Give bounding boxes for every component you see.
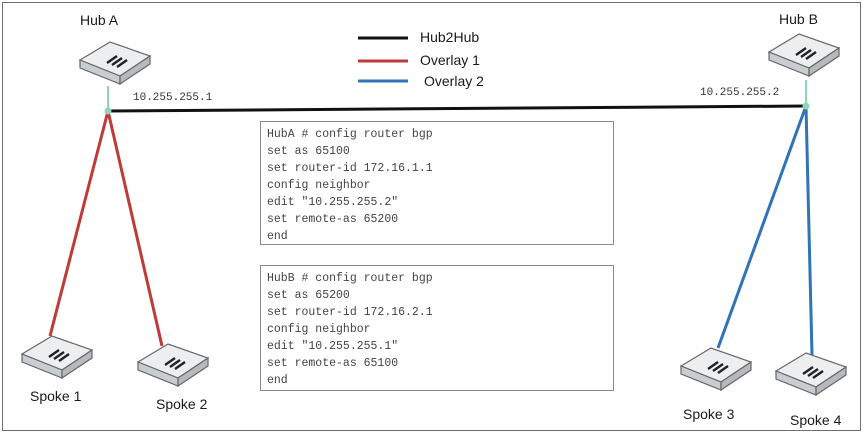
spoke-4-label: Spoke 4 xyxy=(790,412,842,428)
legend-label-hub2hub: Hub2Hub xyxy=(420,29,480,45)
config-line: end xyxy=(267,374,288,387)
config-line: config neighbor xyxy=(267,323,371,336)
spoke-2-label: Spoke 2 xyxy=(156,396,208,412)
spoke-3-device-icon[interactable] xyxy=(675,342,755,394)
overlay2-link-spoke4 xyxy=(804,105,814,356)
spoke-2-device-icon[interactable] xyxy=(132,338,212,390)
diagram-frame xyxy=(2,2,861,431)
config-line: edit "10.255.255.1" xyxy=(267,340,399,353)
overlay2-link-spoke3 xyxy=(716,105,808,349)
legend-label-overlay2: Overlay 2 xyxy=(424,73,484,89)
config-line: set as 65200 xyxy=(267,289,350,302)
spoke-1-label: Spoke 1 xyxy=(30,388,82,404)
overlay1-link-spoke2 xyxy=(106,110,164,347)
hub-b-port xyxy=(802,102,810,110)
hub-b-label: Hub B xyxy=(779,11,818,27)
legend-label-overlay1: Overlay 1 xyxy=(420,52,480,68)
hub-a-device-icon[interactable] xyxy=(74,36,154,88)
config-line: set remote-as 65100 xyxy=(267,357,399,370)
hub2hub-link xyxy=(107,104,807,113)
config-line: HubB # config router bgp xyxy=(267,272,433,285)
config-line: config neighbor xyxy=(267,179,371,192)
hub-a-port xyxy=(104,107,112,115)
config-line: edit "10.255.255.2" xyxy=(267,196,399,209)
spoke-1-device-icon[interactable] xyxy=(16,330,96,382)
config-line: HubA # config router bgp xyxy=(267,128,433,141)
hub-b-config-box: HubB # config router bgp set as 65200 se… xyxy=(260,265,614,391)
config-line: set remote-as 65200 xyxy=(267,213,399,226)
config-line: end xyxy=(267,230,288,243)
hub-b-ip: 10.255.255.2 xyxy=(700,87,780,99)
config-line: set router-id 172.16.2.1 xyxy=(267,306,433,319)
config-line: set router-id 172.16.1.1 xyxy=(267,162,433,175)
hub-a-config-box: HubA # config router bgp set as 65100 se… xyxy=(260,121,614,245)
overlay1-link-spoke1 xyxy=(48,110,110,337)
spoke-4-device-icon[interactable] xyxy=(770,347,850,399)
config-line: set as 65100 xyxy=(267,145,350,158)
hub-a-ip: 10.255.255.1 xyxy=(133,92,213,104)
spoke-3-label: Spoke 3 xyxy=(683,406,735,422)
hub-a-label: Hub A xyxy=(80,12,119,28)
hub-b-device-icon[interactable] xyxy=(763,28,843,80)
